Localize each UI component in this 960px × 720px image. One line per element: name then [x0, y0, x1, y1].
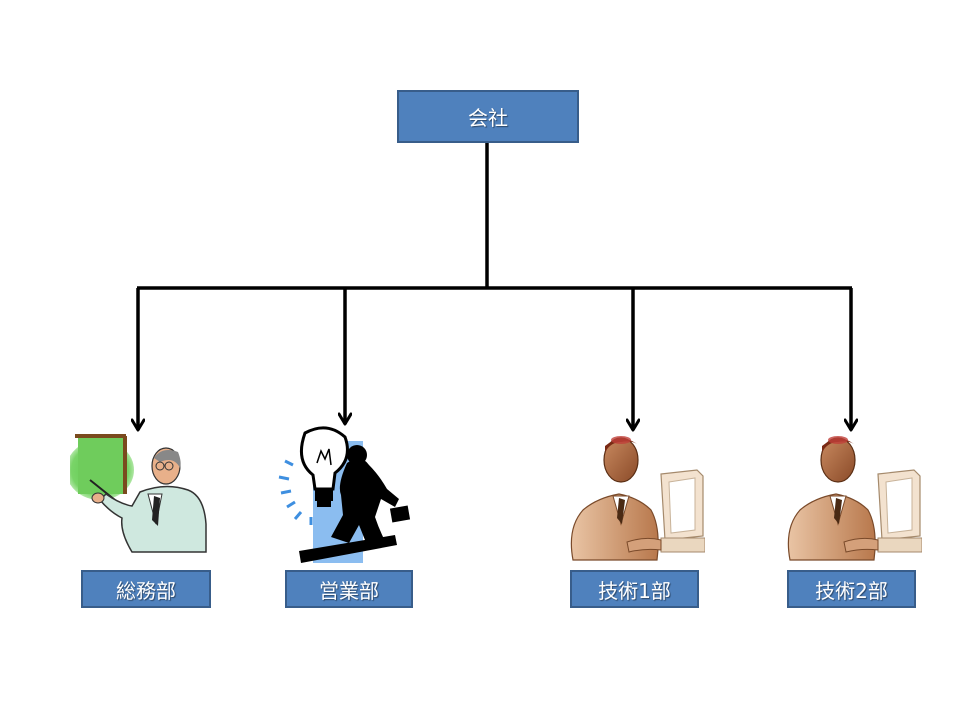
- dept-box-sales[interactable]: 営業部: [285, 570, 413, 608]
- computer-worker-icon: [782, 432, 922, 562]
- dept-label: 総務部: [116, 578, 176, 603]
- dept-box-general-affairs[interactable]: 総務部: [81, 570, 211, 608]
- presenter-icon: [70, 432, 210, 557]
- org-root-box[interactable]: 会社: [397, 90, 579, 143]
- dept-box-engineering-2[interactable]: 技術2部: [787, 570, 916, 608]
- dept-box-engineering-1[interactable]: 技術1部: [570, 570, 699, 608]
- org-root-label: 会社: [468, 106, 508, 130]
- dept-label: 技術2部: [815, 578, 888, 603]
- lightbulb-businessman-icon: [275, 425, 415, 565]
- computer-worker-icon: [565, 432, 705, 562]
- dept-label: 営業部: [319, 578, 379, 603]
- dept-label: 技術1部: [598, 578, 671, 603]
